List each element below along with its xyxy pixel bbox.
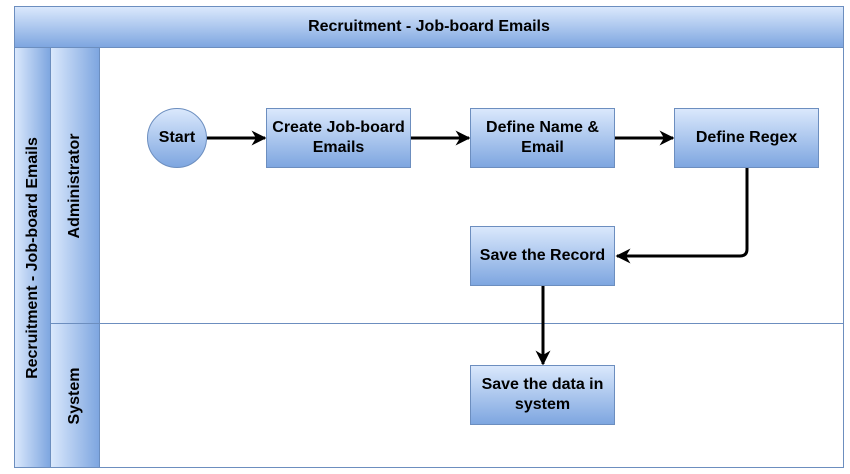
define-name-node-label: Define Name & Email — [486, 119, 599, 156]
define-regex-node[interactable]: Define Regex — [674, 108, 819, 168]
start-node-label: Start — [158, 129, 196, 146]
start-node[interactable]: Start — [147, 108, 207, 168]
create-job-board-emails-node[interactable]: Create Job-board Emails — [266, 108, 411, 168]
pool-title: Recruitment - Job-board Emails — [308, 18, 550, 35]
lane-divider — [99, 323, 844, 324]
lane-system-header: System — [50, 323, 100, 468]
pool-title-bar: Recruitment - Job-board Emails — [14, 6, 844, 48]
save-record-node[interactable]: Save the Record — [470, 226, 615, 286]
save-system-node-label: Save the data in system — [481, 376, 604, 413]
edge-regex-to-save-record — [615, 167, 749, 264]
create-node-label: Create Job-board Emails — [272, 119, 405, 156]
save-record-node-label: Save the Record — [479, 247, 606, 264]
define-name-email-node[interactable]: Define Name & Email — [470, 108, 615, 168]
define-regex-node-label: Define Regex — [695, 129, 798, 146]
save-data-system-node[interactable]: Save the data in system — [470, 365, 615, 425]
lane-header-separator — [99, 47, 100, 468]
